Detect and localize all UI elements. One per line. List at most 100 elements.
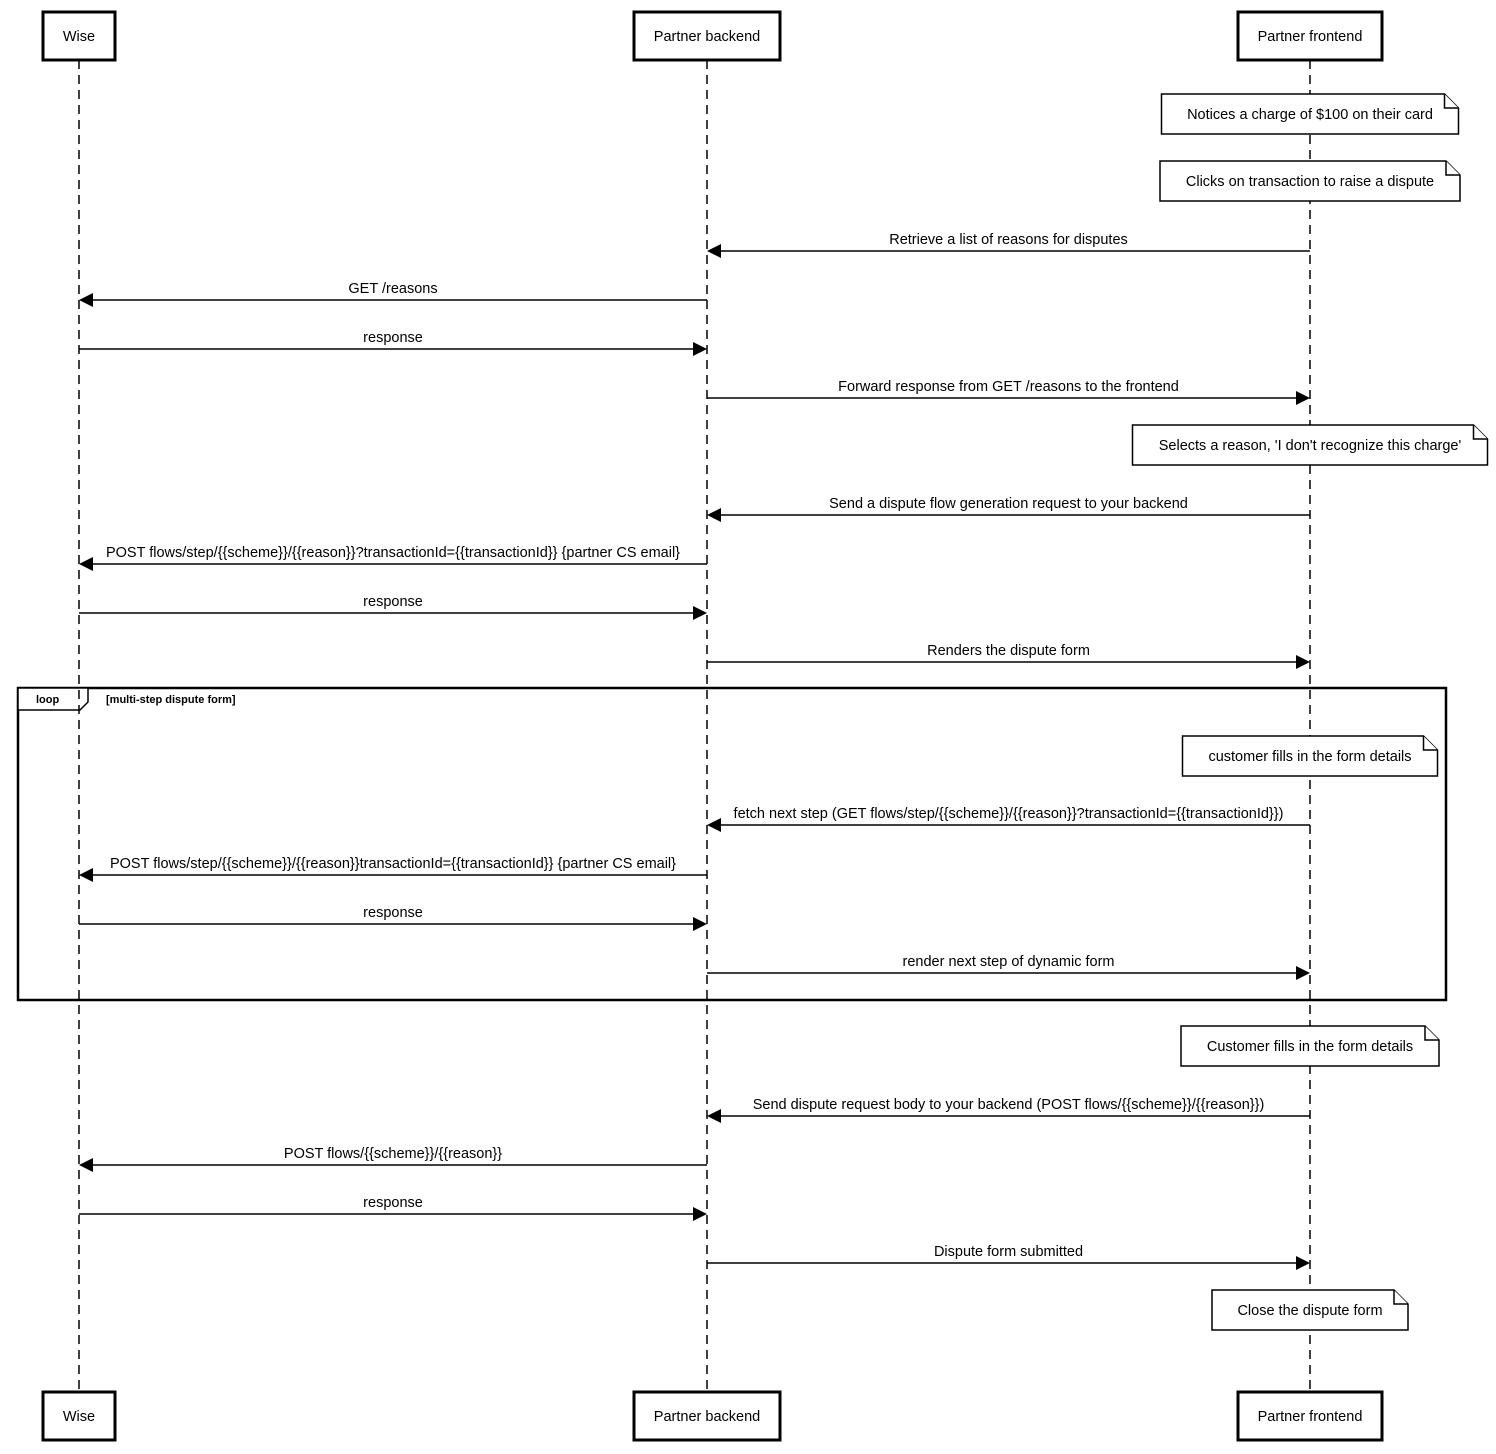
actor-box (1236, 10, 1384, 62)
actor-frontend-bottom: Partner frontend (1236, 1390, 1384, 1442)
actor-box (632, 1390, 782, 1442)
message-frontend-to-backend: fetch next step (GET flows/step/{{scheme… (707, 806, 1310, 832)
loop-condition: [multi-step dispute form] (106, 694, 236, 706)
arrowhead (693, 606, 707, 620)
note-text: Clicks on transaction to raise a dispute (1186, 174, 1434, 190)
loop-frame (16, 686, 1448, 1002)
loop-keyword: loop (36, 694, 59, 706)
lifelines-layer (78, 60, 1311, 1392)
note-fold (1393, 1290, 1408, 1305)
note-text: Customer fills in the form details (1207, 1039, 1413, 1055)
actor-label: Wise (63, 29, 95, 45)
note-box (1180, 1025, 1440, 1067)
arrowhead (79, 1158, 93, 1172)
message-label: POST flows/{{scheme}}/{{reason}} (284, 1146, 502, 1162)
message-backend-to-frontend: render next step of dynamic form (707, 954, 1310, 980)
actor-wise-bottom: Wise (41, 1390, 117, 1442)
note-box (1181, 735, 1439, 777)
message-backend-to-frontend: Forward response from GET /reasons to th… (707, 379, 1310, 405)
message-frontend-to-backend: Send dispute request body to your backen… (707, 1097, 1310, 1123)
message-backend-to-wise: POST flows/{{scheme}}/{{reason}} (79, 1146, 707, 1172)
actor-label: Partner backend (654, 29, 760, 45)
note: Notices a charge of $100 on their card (1160, 93, 1460, 135)
message-label: response (363, 330, 423, 346)
arrowhead (707, 508, 721, 522)
note-text: Notices a charge of $100 on their card (1187, 107, 1433, 123)
note: Customer fills in the form details (1180, 1025, 1440, 1067)
message-wise-to-backend: response (79, 905, 707, 931)
note: Close the dispute form (1211, 1289, 1409, 1331)
message-label: response (363, 1195, 423, 1211)
actor-box (632, 10, 782, 62)
message-label: Dispute form submitted (934, 1244, 1083, 1260)
note: Clicks on transaction to raise a dispute (1159, 160, 1461, 202)
note-box (1159, 160, 1461, 202)
note-box (1160, 93, 1460, 135)
arrowhead (1296, 1256, 1310, 1270)
arrowhead (79, 293, 93, 307)
message-label: Send dispute request body to your backen… (753, 1097, 1265, 1113)
arrowhead (707, 818, 721, 832)
note-fold (1472, 425, 1488, 440)
note-text: Close the dispute form (1237, 1303, 1382, 1319)
arrowhead (693, 917, 707, 931)
actor-box (41, 10, 117, 62)
message-label: POST flows/step/{{scheme}}/{{reason}}?tr… (106, 545, 680, 561)
arrowhead (1296, 655, 1310, 669)
actor-label: Partner backend (654, 1409, 760, 1425)
arrowhead (707, 244, 721, 258)
notes-layer: Notices a charge of $100 on their cardCl… (1131, 93, 1489, 1331)
note: customer fills in the form details (1181, 735, 1439, 777)
arrowhead (693, 1207, 707, 1221)
message-label: Send a dispute flow generation request t… (829, 496, 1188, 512)
message-backend-to-frontend: Dispute form submitted (707, 1244, 1310, 1270)
message-backend-to-frontend: Renders the dispute form (707, 643, 1310, 669)
messages-layer: Retrieve a list of reasons for disputesG… (79, 232, 1310, 1270)
message-wise-to-backend: response (79, 1195, 707, 1221)
loop-frame-layer: loop [multi-step dispute form] (16, 686, 1448, 1002)
note-fold (1424, 1026, 1439, 1041)
message-label: render next step of dynamic form (903, 954, 1115, 970)
arrowhead (707, 1109, 721, 1123)
actor-backend-top: Partner backend (632, 10, 782, 62)
arrowhead (79, 557, 93, 571)
message-backend-to-wise: POST flows/step/{{scheme}}/{{reason}}?tr… (79, 545, 707, 571)
message-backend-to-wise: GET /reasons (79, 281, 707, 307)
message-label: Forward response from GET /reasons to th… (838, 379, 1179, 395)
message-frontend-to-backend: Send a dispute flow generation request t… (707, 496, 1310, 522)
actor-box (41, 1390, 117, 1442)
message-wise-to-backend: response (79, 594, 707, 620)
note-box (1211, 1289, 1409, 1331)
message-wise-to-backend: response (79, 330, 707, 356)
arrowhead (693, 342, 707, 356)
actor-label: Wise (63, 1409, 95, 1425)
actor-frontend-top: Partner frontend (1236, 10, 1384, 62)
actor-label: Partner frontend (1258, 29, 1363, 45)
actor-box (1236, 1390, 1384, 1442)
message-label: response (363, 905, 423, 921)
message-frontend-to-backend: Retrieve a list of reasons for disputes (707, 232, 1310, 258)
note: Selects a reason, 'I don't recognize thi… (1131, 424, 1489, 466)
arrowhead (1296, 391, 1310, 405)
note-box (1131, 424, 1489, 466)
note-fold (1443, 94, 1459, 109)
actor-backend-bottom: Partner backend (632, 1390, 782, 1442)
actor-wise-top: Wise (41, 10, 117, 62)
arrowhead (1296, 966, 1310, 980)
note-text: Selects a reason, 'I don't recognize thi… (1159, 438, 1462, 454)
message-label: Retrieve a list of reasons for disputes (889, 232, 1128, 248)
note-text: customer fills in the form details (1208, 749, 1411, 765)
message-label: Renders the dispute form (927, 643, 1090, 659)
message-label: response (363, 594, 423, 610)
arrowhead (79, 868, 93, 882)
note-fold (1422, 736, 1438, 751)
message-label: fetch next step (GET flows/step/{{scheme… (734, 806, 1284, 822)
note-fold (1445, 161, 1460, 176)
message-label: POST flows/step/{{scheme}}/{{reason}}tra… (110, 856, 676, 872)
actor-label: Partner frontend (1258, 1409, 1363, 1425)
message-backend-to-wise: POST flows/step/{{scheme}}/{{reason}}tra… (79, 856, 707, 882)
message-label: GET /reasons (348, 281, 437, 297)
loop-frame-tab (17, 687, 89, 711)
